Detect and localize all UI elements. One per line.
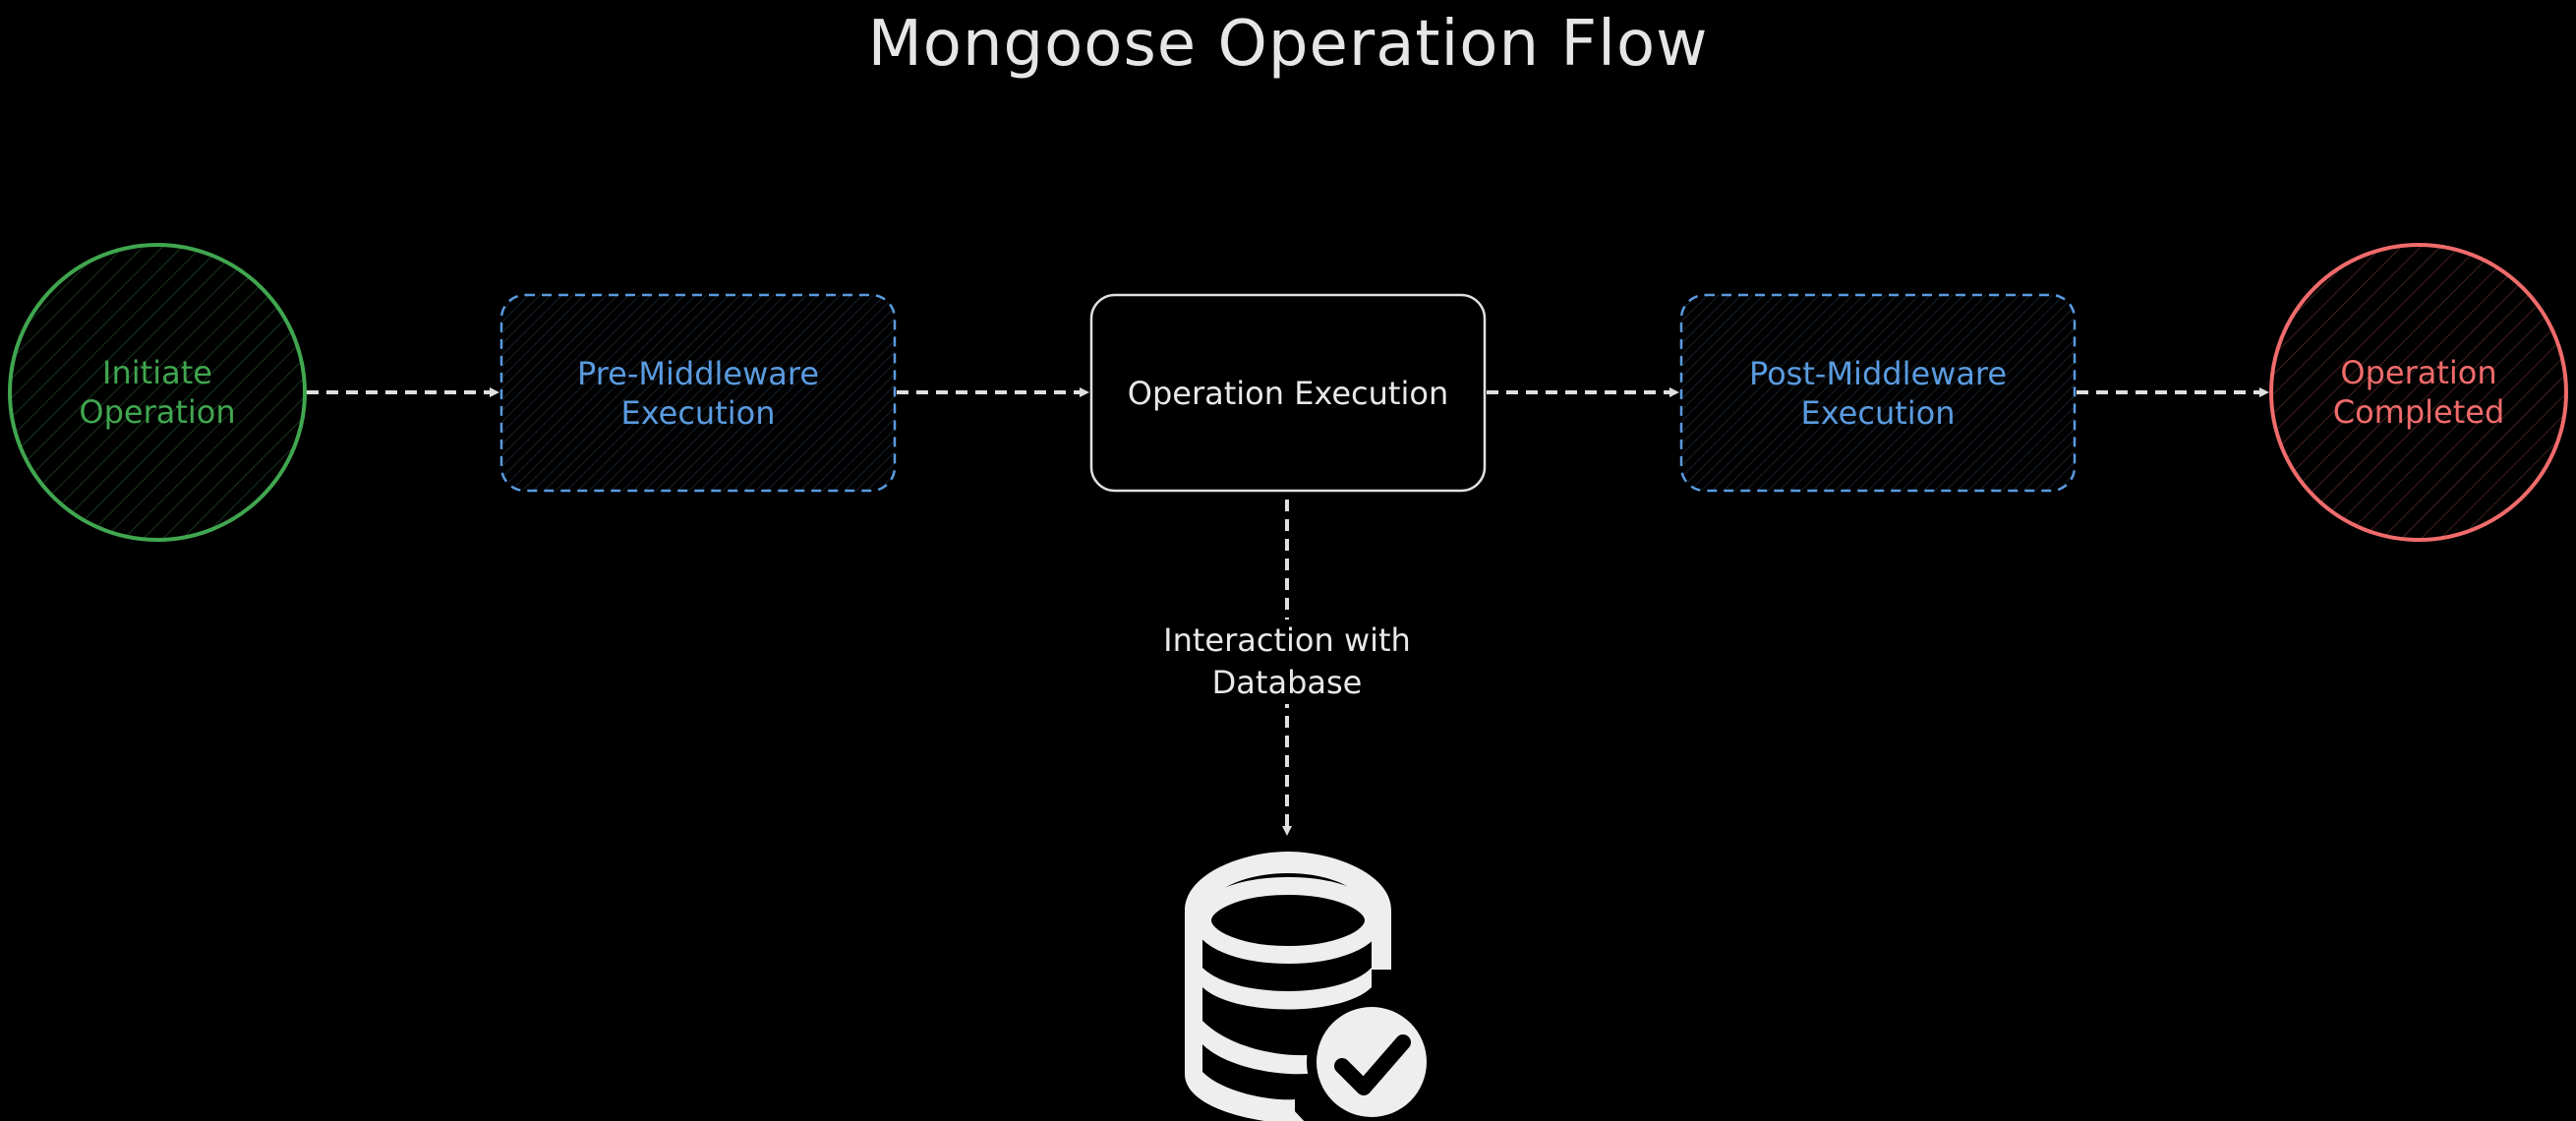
node-pre-middleware-line-2: Execution: [620, 393, 776, 432]
node-post-middleware-label: Post-Middleware Execution: [1681, 295, 2075, 491]
node-operation-execution-label: Operation Execution: [1091, 295, 1485, 491]
edge-label-line-1: Interaction with: [1163, 621, 1411, 659]
diagram-title: Mongoose Operation Flow: [867, 8, 1709, 81]
edge-label-database-interaction: Interaction with Database: [1130, 620, 1444, 705]
node-post-middleware-line-2: Execution: [1800, 393, 1956, 432]
node-initiate-line-1: Initiate: [102, 354, 212, 391]
node-completed-line-1: Operation: [2340, 354, 2497, 391]
edge-label-line-2: Database: [1211, 664, 1363, 702]
node-initiate-label: Initiate Operation: [20, 334, 295, 450]
node-pre-middleware-label: Pre-Middleware Execution: [501, 295, 895, 491]
post-middleware-box: [1679, 293, 2077, 493]
node-pre-middleware[interactable]: [499, 293, 897, 493]
node-post-middleware-line-1: Post-Middleware: [1748, 354, 2008, 392]
node-operation-execution-line-1: Operation Execution: [1127, 374, 1449, 412]
database-check-icon: [1185, 852, 1436, 1121]
node-pre-middleware-line-1: Pre-Middleware: [576, 354, 820, 392]
node-post-middleware[interactable]: [1679, 293, 2077, 493]
end-circle: [2269, 243, 2568, 542]
node-completed[interactable]: [2269, 243, 2568, 542]
operation-execution-box: [1089, 293, 1487, 493]
node-completed-line-2: Completed: [2332, 393, 2505, 431]
node-initiate[interactable]: [8, 243, 307, 542]
node-completed-label: Operation Completed: [2281, 334, 2556, 450]
node-initiate-line-2: Operation: [79, 393, 236, 431]
pre-middleware-box: [499, 293, 897, 493]
start-circle: [8, 243, 307, 542]
node-operation-execution[interactable]: [1089, 293, 1487, 493]
